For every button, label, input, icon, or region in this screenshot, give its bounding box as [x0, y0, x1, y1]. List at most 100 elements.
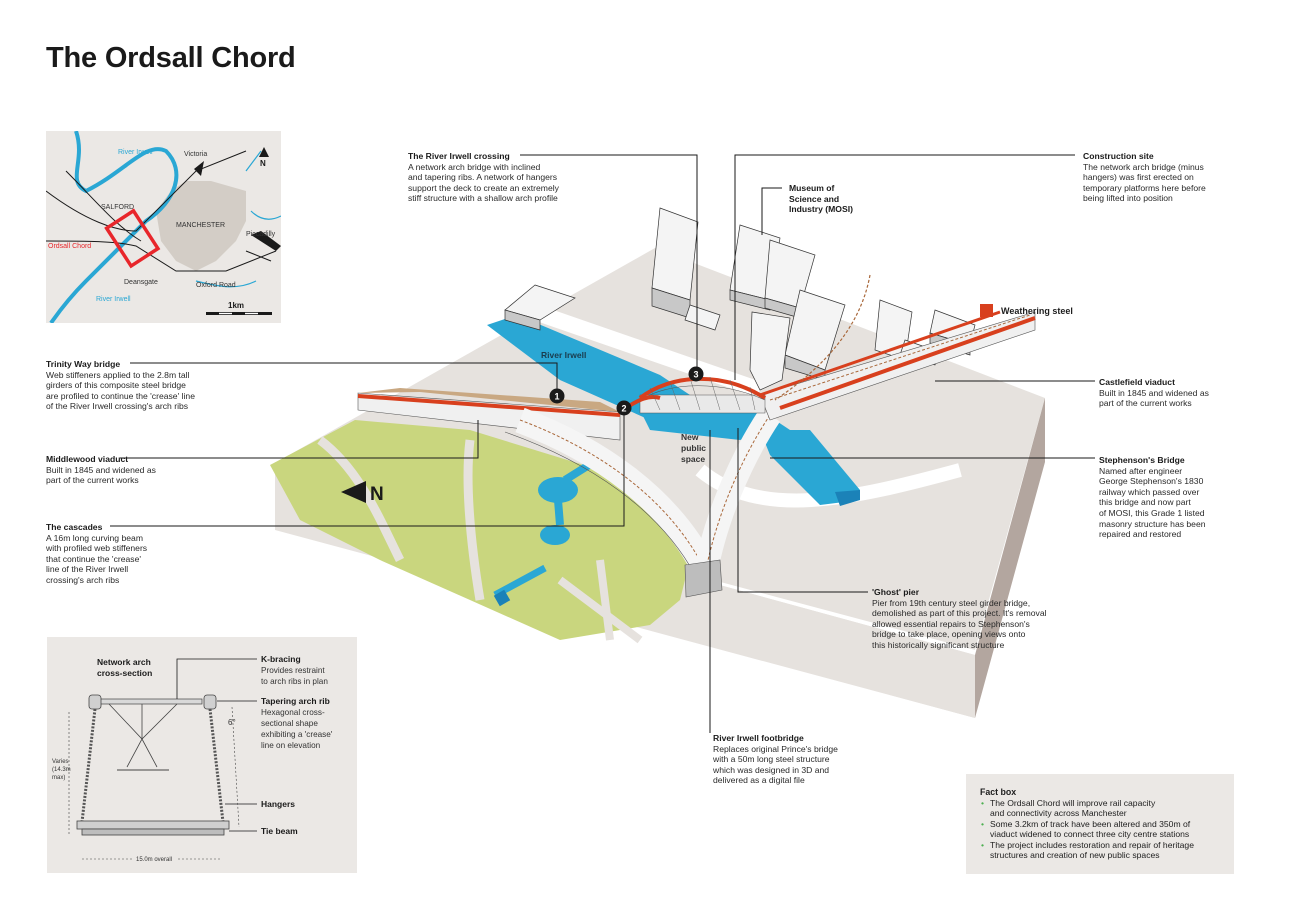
callout-construction-site: Construction site The network arch bridg…: [1083, 151, 1253, 204]
height-label-2: (14.3m: [52, 767, 71, 773]
callout-body: Named after engineer George Stephenson's…: [1099, 465, 1206, 540]
svg-text:N: N: [370, 484, 384, 505]
callout-heading: Castlefield viaduct: [1099, 377, 1175, 387]
right-hangers: [208, 708, 225, 823]
callout-heading: Museum of Science and Industry (MOSI): [789, 183, 853, 215]
fact-box-heading: Fact box: [980, 787, 1017, 797]
ordsall-chord-marker: [104, 208, 161, 269]
map-scale-label: 1km: [228, 301, 244, 310]
left-arch-rib: [88, 694, 102, 710]
pond-upper: [538, 477, 578, 503]
bullet-icon: •: [981, 798, 985, 808]
callout-body: A 16m long curving beam with profiled we…: [46, 532, 148, 585]
k-bracing-body-2: to arch ribs in plan: [261, 677, 328, 686]
callout-body: Built in 1845 and widened as part of the…: [1099, 387, 1209, 409]
callout-heading: Middlewood viaduct: [46, 454, 129, 464]
new-public-space-label-2: public: [681, 443, 706, 453]
river-irwell-south: [760, 430, 860, 505]
map-label-victoria: Victoria: [184, 151, 207, 158]
callout-heading: 'Ghost' pier: [872, 587, 920, 597]
callout-body: Replaces original Prince's bridge with a…: [713, 743, 838, 786]
path-4: [596, 559, 614, 641]
k-bracing-beam: [96, 698, 203, 705]
rail-lines: [45, 150, 277, 272]
river-irwell-label: River Irwell: [541, 350, 586, 360]
map-north-arrow-icon: [259, 147, 269, 157]
map-label-ordsall-chord: Ordsall Chord: [48, 243, 91, 250]
callout-body: A network arch bridge with inclined and …: [408, 161, 559, 204]
bullet-icon: •: [981, 839, 985, 850]
fact-item: •The project includes restoration and re…: [981, 839, 1194, 861]
cross-section-title-1: Network arch: [97, 657, 151, 667]
height-label-1: Varies: [52, 759, 69, 765]
callout-heading: The River Irwell crossing: [408, 151, 510, 161]
leader-lines: [110, 154, 1095, 733]
callout-body: Pier from 19th century steel girder brid…: [872, 597, 1047, 650]
marker-3-label: 3: [693, 370, 698, 380]
tapering-rib-body-3: exhibiting a 'crease': [261, 730, 333, 739]
cross-section-leaders: [176, 658, 257, 832]
grass-park: [270, 420, 690, 640]
marker-2: 2: [616, 400, 632, 416]
piccadilly-station-icon: [251, 231, 281, 251]
fact-box: Fact box •The Ordsall Chord will improve…: [966, 774, 1234, 874]
width-label-bg: [132, 854, 177, 863]
angle-label: 6°: [228, 718, 236, 727]
callout-heading: Trinity Way bridge: [46, 359, 121, 369]
callout-heading: Construction site: [1083, 151, 1154, 161]
width-label: 15.0m overall: [136, 857, 172, 863]
marker-2-label: 2: [621, 404, 626, 414]
k-bracing-body-1: Provides restraint: [261, 666, 325, 675]
cross-section-svg: Network arch cross-section K-bracing Pro…: [52, 654, 333, 863]
map-label-oxford-road: Oxford Road: [196, 282, 236, 289]
river-irwell-north: [487, 315, 690, 420]
mosi-rail-spur: [774, 274, 871, 401]
map-label-salford: SALFORD: [101, 204, 134, 211]
map-label-piccadilly: Piccadilly: [246, 231, 276, 238]
fact-item: •Some 3.2km of track have been altered a…: [981, 818, 1191, 840]
callout-stephensons-bridge: Stephenson's Bridge Named after engineer…: [1099, 455, 1259, 540]
hangers-label: Hangers: [261, 799, 295, 809]
right-arch-rib: [203, 694, 217, 710]
callout-body: Built in 1845 and widened as part of the…: [46, 464, 156, 486]
callout-middlewood: Middlewood viaduct Built in 1845 and wid…: [46, 454, 206, 486]
north-arrow: N: [341, 481, 384, 505]
map-label-river-irwell-top: River Irwell: [118, 149, 153, 156]
cross-section-title-2: cross-section: [97, 668, 152, 678]
north-arrow-icon: [341, 481, 366, 503]
callout-castlefield: Castlefield viaduct Built in 1845 and wi…: [1099, 377, 1259, 409]
map-north-label: N: [260, 159, 266, 168]
locator-map-svg: River Irwell Victoria SALFORD MANCHESTER…: [45, 130, 282, 325]
callout-mosi: Museum of Science and Industry (MOSI): [789, 183, 889, 215]
river-irwell-path: [49, 130, 179, 325]
map-label-manchester: MANCHESTER: [176, 222, 225, 229]
tapering-rib-body-2: sectional shape: [261, 719, 318, 728]
mosi-buildings: [504, 207, 976, 391]
block-top: [275, 248, 1045, 650]
callout-footbridge: River Irwell footbridge Replaces origina…: [713, 733, 883, 786]
new-public-space-label-3: space: [681, 454, 705, 464]
tapering-rib-body-1: Hexagonal cross-: [261, 708, 325, 717]
block-side-east: [975, 398, 1045, 718]
callout-body: Web stiffeners applied to the 2.8m tall …: [46, 369, 195, 412]
tie-beam-label: Tie beam: [261, 826, 298, 836]
victoria-station-icon: [194, 161, 204, 176]
left-hangers: [80, 708, 97, 823]
callout-heading: River Irwell footbridge: [713, 733, 804, 743]
marker-3: 3: [688, 366, 704, 382]
weathering-steel-swatch: [980, 304, 993, 317]
callout-river-irwell-crossing: The River Irwell crossing A network arch…: [408, 151, 608, 204]
map-scale-bar: [206, 312, 272, 315]
manchester-area: [156, 181, 246, 271]
tapering-rib-body-4: line on elevation: [261, 741, 321, 750]
cross-section-inset: Network arch cross-section K-bracing Pro…: [47, 637, 357, 873]
river-outflow: [835, 490, 860, 506]
marker-1: 1: [549, 388, 565, 404]
tie-beam: [81, 828, 225, 836]
legend-label: Weathering steel: [1001, 305, 1073, 316]
height-label-3: max): [52, 775, 65, 781]
callout-heading: The cascades: [46, 522, 103, 532]
path-2: [463, 439, 485, 601]
fact-box-list: •The Ordsall Chord will improve rail cap…: [980, 798, 1230, 860]
